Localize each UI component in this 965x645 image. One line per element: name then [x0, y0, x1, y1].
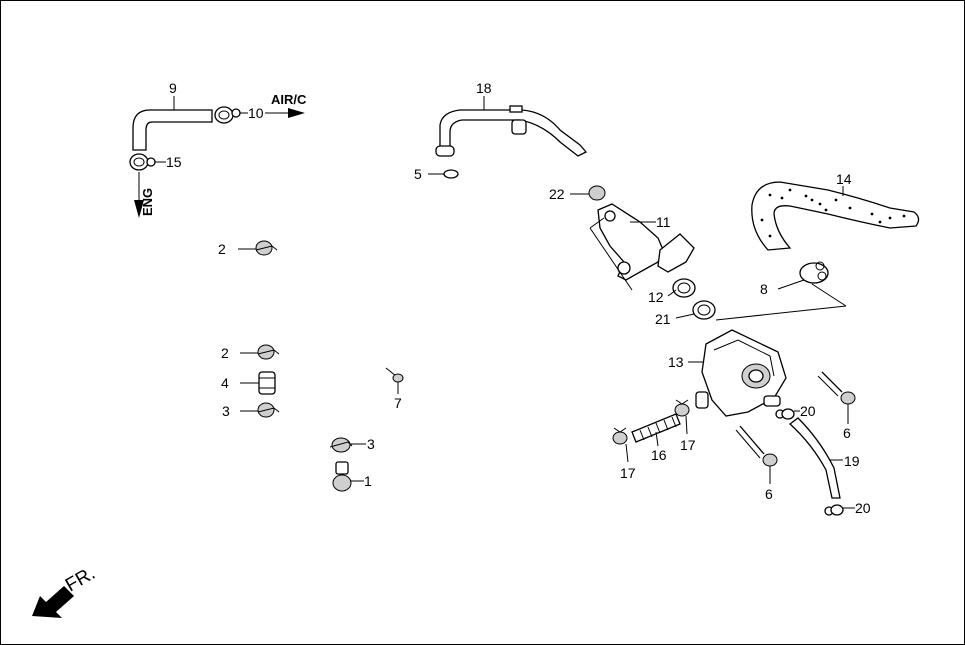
part-clip-3-right	[329, 437, 353, 453]
eng-direction-arrow: ENG	[134, 172, 155, 218]
part-nut-22	[588, 185, 606, 201]
part-bracket-11	[597, 203, 695, 281]
part-clamp-17-left	[612, 427, 628, 445]
callout-20-upper: 20	[800, 403, 816, 419]
front-direction-arrow: FR.	[32, 563, 99, 618]
callout-18: 18	[476, 80, 492, 96]
part-oring-21	[692, 300, 716, 320]
callout-8: 8	[760, 281, 768, 297]
part-oring-12	[672, 278, 696, 298]
callout-17-right: 17	[680, 437, 696, 453]
callout-11: 11	[656, 214, 671, 230]
part-fitting-1	[332, 461, 352, 492]
callout-3-right: 3	[367, 436, 375, 452]
callout-3-left: 3	[222, 403, 230, 419]
part-hose-14	[751, 181, 920, 251]
part-screw-7	[385, 367, 404, 383]
part-washer-5	[443, 169, 459, 179]
part-valve-body-13	[695, 329, 787, 417]
part-joint-4	[258, 371, 276, 395]
part-hose-9	[132, 109, 213, 151]
part-gasket-8	[799, 261, 829, 284]
callout-12: 12	[648, 289, 664, 305]
part-clamp-15	[129, 153, 156, 171]
part-clamp-20-lower	[824, 504, 844, 516]
eng-label: ENG	[140, 188, 155, 216]
callout-9: 9	[169, 80, 177, 96]
callout-15: 15	[166, 154, 182, 170]
callout-14: 14	[836, 171, 852, 187]
callout-20-lower: 20	[855, 500, 871, 516]
callout-1: 1	[364, 473, 372, 489]
callout-21: 21	[655, 311, 671, 327]
air-c-label: AIR/C	[271, 92, 307, 107]
part-clip-2-lower	[257, 344, 280, 360]
part-clamp-17-right	[674, 399, 690, 417]
part-clip-3-left	[257, 402, 280, 418]
callout-2-lower: 2	[221, 345, 229, 361]
callout-5: 5	[414, 166, 422, 182]
part-tube-18	[435, 105, 588, 157]
part-clamp-10	[214, 106, 241, 124]
part-clamp-20-upper	[775, 408, 795, 420]
air-c-direction-arrow: AIR/C	[271, 92, 307, 118]
part-clip-2-upper	[255, 240, 278, 256]
callout-4: 4	[221, 375, 229, 391]
callout-2-upper: 2	[218, 241, 226, 257]
callout-6-lower: 6	[765, 486, 773, 502]
callout-16: 16	[651, 447, 667, 463]
callout-19: 19	[844, 453, 860, 469]
callout-7: 7	[394, 395, 402, 411]
callout-6-upper: 6	[843, 425, 851, 441]
part-bolt-6-lower	[735, 425, 778, 467]
callout-17-left: 17	[620, 465, 636, 481]
callout-13: 13	[668, 354, 684, 370]
callout-10: 10	[248, 105, 264, 121]
part-spring-16	[631, 413, 681, 443]
callout-22: 22	[549, 186, 565, 202]
part-tube-19	[788, 417, 841, 499]
part-bolt-6-upper	[817, 371, 856, 405]
